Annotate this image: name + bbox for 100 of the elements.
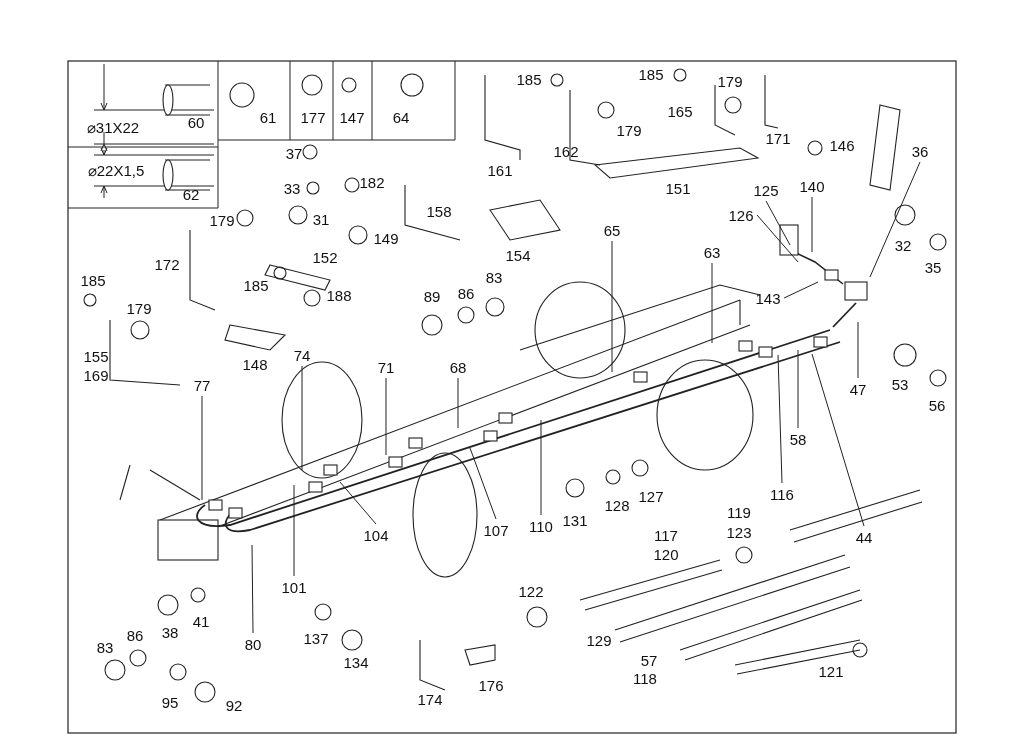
callout-number: 62: [182, 185, 200, 203]
callout-number: 37: [285, 144, 303, 162]
callout-number: 31: [312, 210, 330, 228]
callout-number: 185: [243, 276, 269, 294]
callout-number: 171: [765, 129, 791, 147]
leader-line: [811, 353, 865, 527]
callout-number: 110: [529, 517, 553, 535]
leader-line: [201, 395, 203, 501]
callout-number: 120: [653, 545, 679, 563]
callout-number: 117: [654, 526, 678, 544]
callout-number: 33: [283, 179, 301, 197]
callout-number: 83: [485, 268, 503, 286]
callout-number: 179: [616, 121, 642, 139]
callout-number: 134: [343, 653, 369, 671]
leader-line: [811, 196, 813, 253]
leader-line: [869, 161, 921, 278]
callout-number: 86: [457, 284, 475, 302]
callout-number: 146: [829, 136, 855, 154]
callout-number: 188: [326, 286, 352, 304]
callout-number: 154: [505, 246, 531, 264]
callout-number: 147: [339, 108, 365, 126]
callout-number: 86: [126, 626, 144, 644]
callout-number: 63: [703, 243, 721, 261]
callout-number: 53: [891, 375, 909, 393]
dimension-label: ⌀22X1,5: [87, 161, 145, 179]
callout-number: 36: [911, 142, 929, 160]
callout-number: 185: [638, 65, 664, 83]
leader-line: [857, 321, 859, 379]
callout-number: 185: [80, 271, 106, 289]
callout-number: 131: [562, 511, 588, 529]
callout-number: 148: [242, 355, 268, 373]
callout-number: 64: [392, 108, 410, 126]
callout-number: 35: [924, 258, 942, 276]
callout-number: 60: [187, 113, 205, 131]
callout-number: 119: [727, 503, 751, 521]
leader-line: [293, 484, 295, 577]
callout-number: 80: [244, 635, 262, 653]
callout-number: 56: [928, 396, 946, 414]
callout-number: 152: [312, 248, 338, 266]
leader-line: [301, 365, 303, 471]
callout-number: 89: [423, 287, 441, 305]
leader-line: [339, 481, 377, 525]
callout-number: 151: [665, 179, 691, 197]
callout-number: 149: [373, 229, 399, 247]
callout-number: 179: [126, 299, 152, 317]
callout-number: 71: [377, 358, 395, 376]
callout-number: 165: [667, 102, 693, 120]
callout-number: 104: [363, 526, 389, 544]
leader-line: [469, 447, 497, 520]
callout-number: 129: [586, 631, 612, 649]
leader-line: [540, 419, 542, 516]
leader-line: [797, 349, 799, 429]
leader-line: [765, 200, 791, 246]
callout-number: 161: [487, 161, 513, 179]
leader-line: [777, 354, 783, 484]
callout-number: 61: [259, 108, 277, 126]
callout-number: 83: [96, 638, 114, 656]
callout-number: 38: [161, 623, 179, 641]
callout-number: 179: [717, 72, 743, 90]
callout-number: 118: [633, 669, 657, 687]
callout-number: 176: [478, 676, 504, 694]
callout-number: 174: [417, 690, 443, 708]
callout-number: 169: [83, 366, 109, 384]
dimension-label: ⌀31X22: [86, 118, 140, 136]
callout-number: 107: [483, 521, 509, 539]
callout-number: 121: [818, 662, 844, 680]
callout-number: 77: [193, 376, 211, 394]
callout-number: 177: [300, 108, 326, 126]
callout-number: 68: [449, 358, 467, 376]
callout-number: 41: [192, 612, 210, 630]
leader-line: [457, 377, 459, 429]
callout-number: 158: [426, 202, 452, 220]
callout-number: 137: [303, 629, 329, 647]
callout-number: 101: [281, 578, 307, 596]
leader-line: [711, 262, 713, 344]
callout-number: 95: [161, 693, 179, 711]
callout-number: 155: [83, 347, 109, 365]
leader-line: [756, 214, 799, 263]
leader-line: [251, 544, 254, 634]
callout-number: 125: [753, 181, 779, 199]
callout-number: 122: [518, 582, 544, 600]
callout-number: 172: [154, 255, 180, 273]
callout-number: 92: [225, 696, 243, 714]
leader-line: [385, 377, 387, 456]
leader-line: [611, 240, 613, 373]
callout-number: 127: [638, 487, 664, 505]
callout-number: 185: [516, 70, 542, 88]
callout-number: 116: [770, 485, 794, 503]
callout-number: 32: [894, 236, 912, 254]
callout-number: 143: [755, 289, 781, 307]
callout-number: 44: [855, 528, 873, 546]
callout-number: 162: [553, 142, 579, 160]
callout-number: 123: [726, 523, 752, 541]
callout-number: 74: [293, 346, 311, 364]
callout-number: 179: [209, 211, 235, 229]
callout-number: 182: [359, 173, 385, 191]
callout-number: 126: [728, 206, 754, 224]
callout-number: 140: [799, 177, 825, 195]
callout-number: 57: [640, 651, 658, 669]
callout-number: 128: [604, 496, 630, 514]
